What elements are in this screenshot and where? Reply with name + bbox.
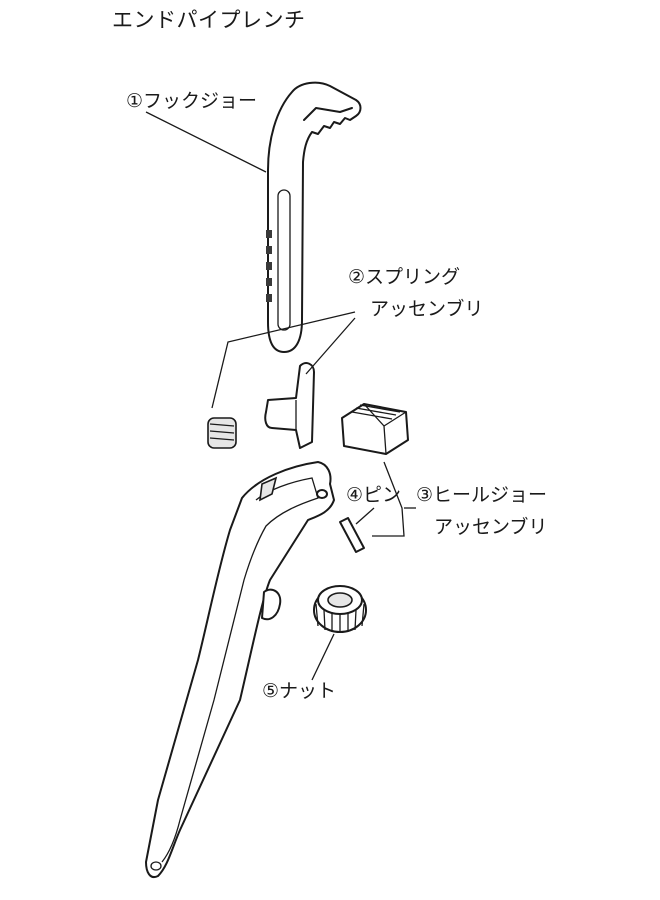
leader-line-4: [355, 507, 375, 525]
nut-part: [313, 585, 367, 633]
leader-line-2a: [211, 311, 356, 409]
leader-line-2b: [305, 317, 356, 375]
leader-line-3: [372, 461, 405, 537]
leader-line-1: [145, 111, 267, 173]
part-name-3-line2: アッセンブリ: [434, 516, 548, 538]
part-label-1: ①フックジョー: [126, 90, 257, 112]
part-number-1: ①: [126, 90, 144, 112]
heel-jaw-part: [341, 403, 409, 455]
part-name-1: フックジョー: [143, 90, 258, 112]
pin-part: [339, 517, 365, 553]
diagram-title: エンドパイプレンチ: [112, 8, 306, 32]
part-label-2: ②スプリング: [348, 266, 460, 288]
part-name-3-line1: ヒールジョー: [433, 484, 548, 506]
part-number-4: ④: [346, 484, 364, 506]
part-number-2: ②: [348, 266, 366, 288]
part-name-2-line2: アッセンブリ: [370, 298, 484, 320]
wrench-handle-part: [145, 461, 335, 878]
part-number-5: ⑤: [262, 680, 280, 702]
hook-jaw-part: [266, 81, 362, 353]
spring-part: [207, 417, 237, 449]
part-name-4: ピン: [363, 484, 402, 506]
part-label-3-line2: アッセンブリ: [434, 516, 547, 538]
part-label-3: ③ヒールジョー: [416, 484, 547, 506]
spring-bracket-part: [264, 362, 315, 449]
part-label-4: ④ピン: [346, 484, 401, 506]
part-name-2-line1: スプリング: [365, 266, 461, 288]
part-label-5: ⑤ナット: [262, 680, 336, 702]
part-label-2-line2: アッセンブリ: [370, 298, 483, 320]
part-number-3: ③: [416, 484, 434, 506]
part-name-5: ナット: [279, 680, 337, 702]
leader-line-5: [311, 633, 335, 681]
